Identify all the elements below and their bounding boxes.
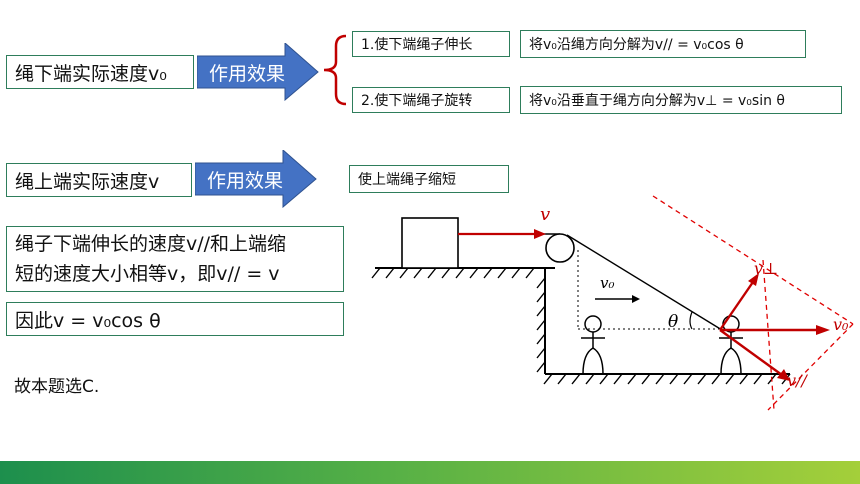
v-perp-arrow	[719, 281, 754, 331]
effect-stretch-label: 1.使下端绳子伸长	[361, 37, 473, 53]
lower-end-velocity-label: 绳下端实际速度v₀	[15, 62, 167, 85]
decomposition-perpendicular-box: 将v₀沿垂直于绳方向分解为v⊥ = v₀sin θ	[520, 86, 842, 114]
effect-stretch-box: 1.使下端绳子伸长	[352, 31, 510, 57]
effect-shorten-box: 使上端绳子缩短	[349, 165, 509, 193]
v0-arrowhead	[816, 325, 830, 335]
decomposition-perpendicular-label: 将v₀沿垂直于绳方向分解为v⊥ = v₀sin θ	[529, 93, 785, 109]
effect-arrow-1-label: 作用效果	[208, 62, 285, 85]
effect-arrow-2: 作用效果	[194, 148, 317, 209]
decomposition-along-rope-label: 将v₀沿绳方向分解为v// = v₀cos θ	[529, 37, 744, 53]
v-parallel-arrow	[719, 329, 783, 376]
pulley-diagram: v v₀ θ v⊥ v₀ v//	[371, 195, 854, 411]
theta-label: θ	[668, 312, 678, 332]
v-label: v	[540, 204, 550, 225]
theta-arc	[689, 311, 693, 330]
person-left	[581, 315, 605, 375]
effect-arrow-1: 作用效果	[196, 41, 319, 102]
small-v0-arrowhead	[632, 295, 640, 303]
equal-speed-line-1: 绳子下端伸长的速度v//和上端缩	[15, 233, 287, 255]
v-arrowhead	[534, 229, 546, 239]
v-parallel-label: v//	[787, 371, 808, 390]
bottom-decorative-bar	[0, 461, 860, 484]
v-parallel-arrowhead	[777, 369, 790, 381]
therefore-box: 因此v = v₀cos θ	[6, 302, 344, 336]
effect-arrow-2-label: 作用效果	[206, 169, 283, 192]
effect-rotate-box: 2.使下端绳子旋转	[352, 87, 510, 113]
block-arrow-icon	[194, 148, 317, 209]
upper-end-velocity-label: 绳上端实际速度v	[15, 170, 160, 193]
block	[401, 217, 459, 269]
upper-end-velocity-box: 绳上端实际速度v	[6, 163, 192, 197]
lower-ground-hatching	[543, 373, 791, 385]
block-arrow-icon	[196, 41, 319, 102]
decomposition-along-rope-box: 将v₀沿绳方向分解为v// = v₀cos θ	[520, 30, 806, 58]
v-perp-label: v⊥	[754, 259, 778, 278]
v-perp-arrowhead	[748, 273, 759, 286]
v0-label: v₀	[833, 315, 849, 334]
rope-lower	[566, 234, 723, 331]
pulley	[545, 233, 575, 263]
equal-speed-line-2: 短的速度大小相等v，即v// = v	[15, 263, 280, 285]
lower-end-velocity-box: 绳下端实际速度v₀	[6, 55, 194, 89]
effect-rotate-label: 2.使下端绳子旋转	[361, 93, 473, 109]
equal-speed-box: 绳子下端伸长的速度v//和上端缩 短的速度大小相等v，即v// = v	[6, 226, 344, 292]
therefore-label: 因此v = v₀cos θ	[15, 309, 161, 332]
upper-ground-hatching	[371, 267, 535, 279]
curly-brace-icon	[323, 34, 347, 106]
small-v0-label: v₀	[600, 274, 615, 292]
effect-shorten-label: 使上端绳子缩短	[358, 172, 456, 188]
decomposition-dashed-lines	[652, 195, 854, 411]
answer-text: 故本题选C.	[14, 377, 100, 397]
wall-hatching	[536, 277, 546, 373]
